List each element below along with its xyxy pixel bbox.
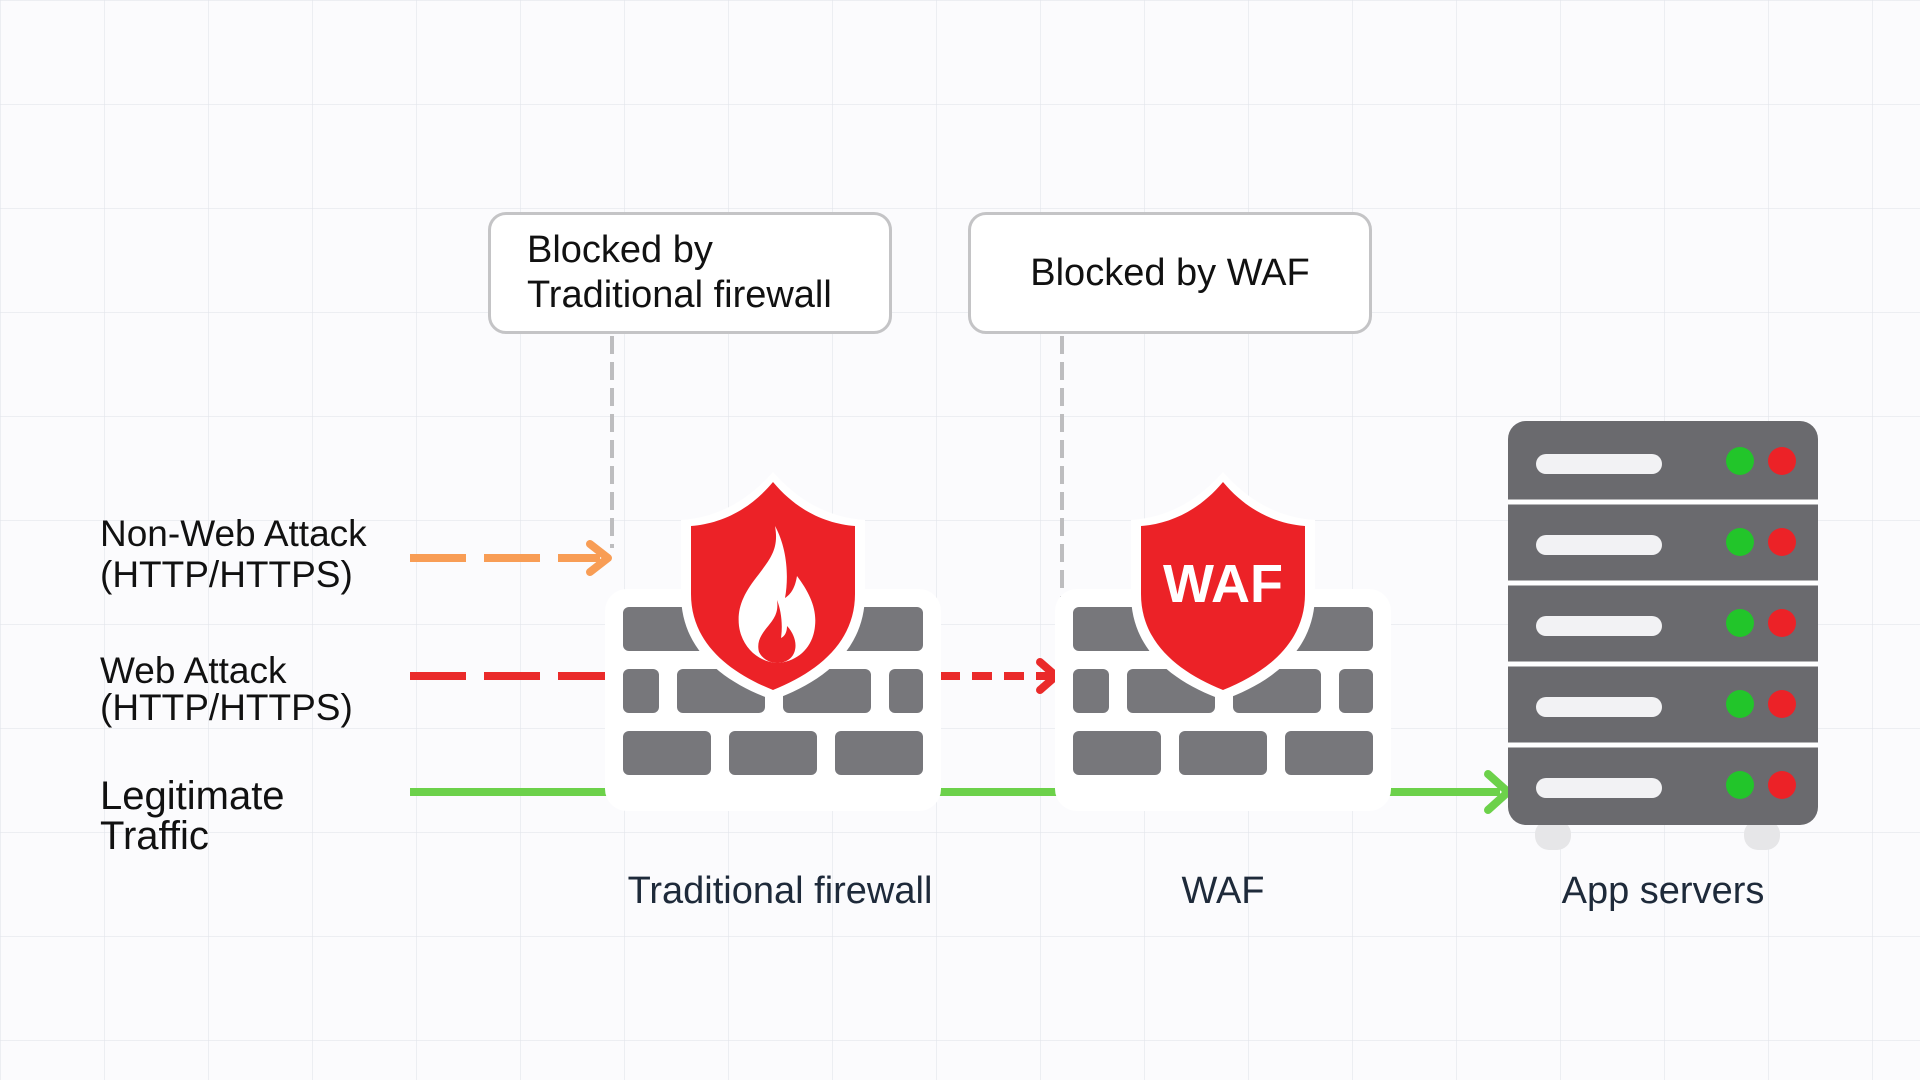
callout-waf-text: Blocked by WAF [1030,251,1310,294]
label-web-attack-line1: Web Attack [100,650,287,691]
label-legitimate-line1: Legitimate [100,774,285,818]
label-web-attack-line2: (HTTP/HTTPS) [100,687,353,728]
callout-blocked-by-traditional-firewall: Blocked by Traditional firewall [488,212,892,334]
label-non-web-attack-line1: Non-Web Attack [100,513,367,554]
fire-icon [738,526,816,663]
server-rack-icon [1508,421,1818,850]
waf-badge-label: WAF [1163,554,1283,614]
shield-icon: WAF [1131,472,1315,700]
label-web-attack: Web Attack (HTTP/HTTPS) [100,652,353,726]
label-non-web-attack-line2: (HTTP/HTTPS) [100,553,353,595]
callout-fw-line1: Blocked by [527,229,713,272]
callout-blocked-by-waf: Blocked by WAF [968,212,1372,334]
callout-fw-line2: Traditional firewall [527,274,832,316]
label-legitimate-traffic: Legitimate Traffic [100,776,285,856]
shield-icon [681,472,865,700]
label-non-web-attack: Non-Web Attack (HTTP/HTTPS) [100,513,367,595]
caption-app-servers: App servers [1561,870,1765,912]
non-web-attack-arrowhead [586,540,612,576]
caption-traditional-firewall: Traditional firewall [627,870,933,912]
caption-waf: WAF [1181,870,1265,912]
label-legitimate-line2: Traffic [100,814,209,858]
